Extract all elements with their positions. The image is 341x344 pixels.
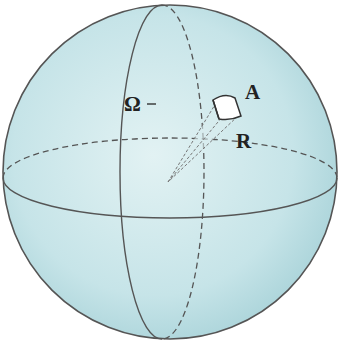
radius-label: R [236, 131, 251, 152]
surface-patch [213, 95, 241, 119]
patch-edge [213, 100, 219, 119]
sphere-outline [3, 5, 337, 339]
meridian-front [120, 5, 162, 339]
equator-back [3, 138, 337, 178]
area-label: A [245, 82, 260, 103]
solid-angle-label: Ω [124, 94, 141, 115]
meridian-back [162, 5, 204, 339]
radius-line [168, 110, 228, 182]
equator-front [3, 178, 337, 218]
angle-tick [147, 103, 156, 104]
